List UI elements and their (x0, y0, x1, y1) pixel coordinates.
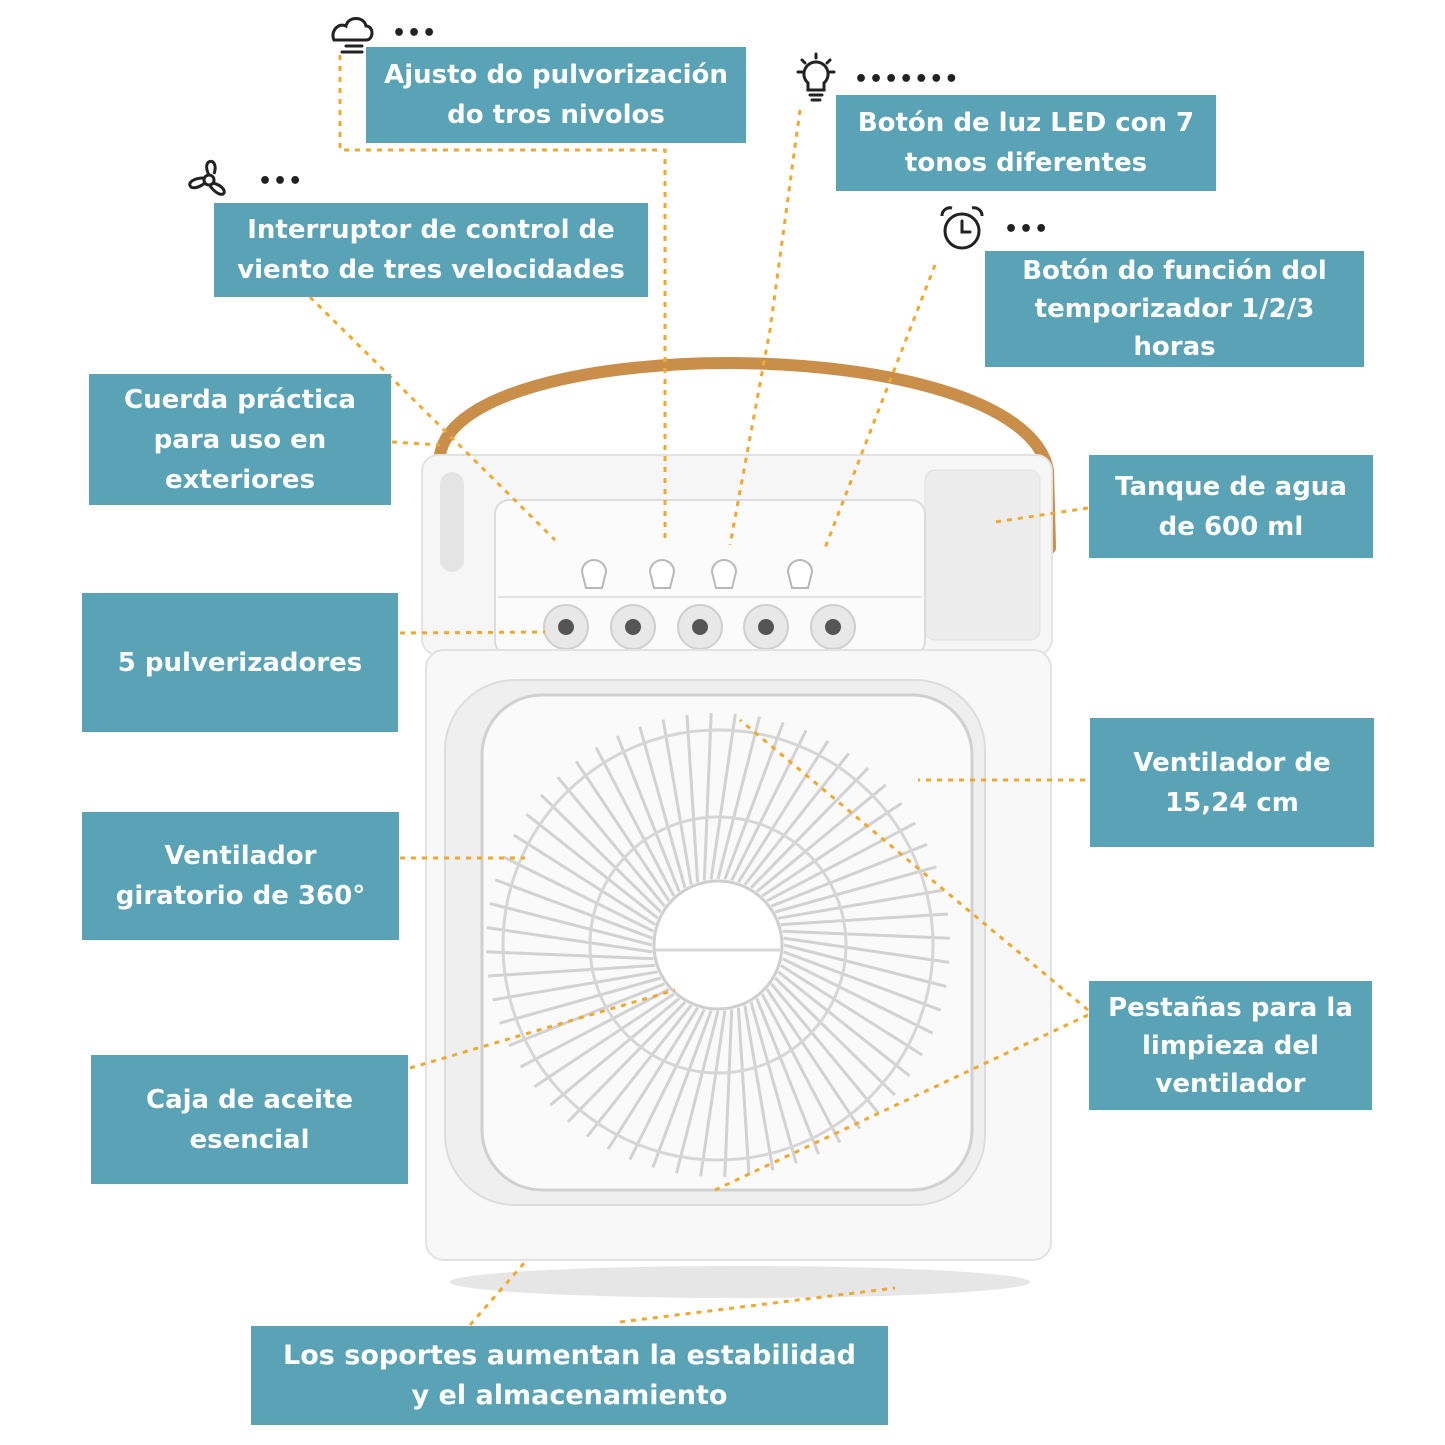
panel-buttons (580, 559, 814, 589)
label-fan-size: Ventilador de 15,24 cm (1090, 718, 1374, 847)
fan-spoke (755, 783, 887, 893)
fan-hub (652, 879, 784, 1011)
fan-ring-inner (588, 815, 848, 1075)
side-grip (440, 472, 464, 572)
label-supports: Los soportes aumentan la estabilidad y e… (251, 1326, 888, 1425)
mist-icon-dots: ••• (392, 21, 438, 46)
fan-spoke (765, 988, 862, 1130)
alarm-clock-icon (940, 206, 984, 250)
label-timer-button: Botón do función dol temporizador 1/2/3 … (985, 251, 1364, 367)
fan-spoke (675, 1010, 720, 1174)
fan-spoke (783, 950, 942, 1012)
wind-icon-dots: ••• (258, 169, 304, 194)
fan-spoke (488, 963, 656, 978)
fan-spoke (549, 997, 681, 1107)
fan-spoke (770, 982, 880, 1114)
fan-spoke (777, 970, 911, 1077)
fan-spoke (743, 1005, 775, 1171)
fan-spoke (702, 713, 713, 881)
light-bulb-icon (796, 52, 836, 102)
fan-spoke (519, 987, 670, 1069)
fan-spoke (743, 752, 850, 886)
fan-spoke (737, 739, 830, 884)
fan-spoke (685, 715, 700, 883)
fan-spoke (783, 936, 950, 964)
fan-spoke (749, 767, 870, 889)
label-cleaning-tabs: Pestañas para la limpieza del ventilador (1089, 981, 1372, 1110)
fan-spoke (616, 735, 681, 893)
fan-spoke (709, 713, 737, 880)
fan-spoke (782, 929, 950, 940)
label-wind-switch: Interruptor de control de viento de tres… (214, 203, 648, 297)
fan-spoke (574, 760, 671, 902)
fan-spoke (556, 776, 666, 908)
fan-spoke (508, 982, 666, 1047)
label-water-tank: Tanque de agua de 600 ml (1089, 455, 1373, 558)
fan-spoke (723, 1009, 734, 1177)
base-shadow (450, 1266, 1030, 1298)
fan-spoke (736, 1007, 751, 1175)
fan-spoke (499, 976, 662, 1025)
fan-spoke (489, 902, 653, 947)
fan-spoke (638, 726, 687, 889)
fan-spoke (540, 793, 662, 914)
fan-spoke (594, 746, 676, 897)
fan-icon (188, 159, 226, 196)
fan-spoke (492, 970, 658, 1002)
fan-spoke (486, 950, 654, 961)
fan-ring-outer (501, 728, 935, 1162)
fan-spoke (761, 801, 903, 898)
fan-spoke (774, 865, 937, 914)
label-led-button: Botón de luz LED con 7 tonos diferentes (836, 95, 1216, 191)
fan-spoke (486, 926, 653, 954)
leader-lines (308, 55, 1089, 1326)
fan-spoke (766, 821, 917, 903)
fan-spoke (781, 957, 934, 1035)
fan-spoke (774, 976, 896, 1097)
fan-spoke (533, 992, 675, 1089)
sprayer-nozzles (543, 604, 856, 650)
fan-spoke (716, 716, 761, 880)
led-icon-dots: ••••••• (854, 67, 960, 92)
fan-spokes (486, 713, 950, 1177)
fan-spoke (778, 888, 944, 920)
label-rope: Cuerda práctica para uso en exteriores (89, 374, 391, 505)
fan-spoke (760, 993, 842, 1144)
mist-icon (331, 17, 374, 54)
rope-handle (434, 357, 1056, 554)
fan-spoke (512, 833, 657, 926)
fan-spoke (502, 855, 655, 933)
fan-spoke (494, 878, 653, 940)
label-sprayers: 5 pulverizadores (82, 593, 398, 732)
fan-spoke (606, 1006, 699, 1151)
fan-spoke (525, 813, 659, 920)
label-oil-box: Caja de aceite esencial (91, 1055, 408, 1184)
fan-spoke (628, 1008, 706, 1161)
water-tank (924, 469, 1041, 641)
fan-spoke (566, 1001, 687, 1123)
fan-spoke (755, 997, 820, 1155)
fan-spoke (730, 729, 808, 882)
fan-spoke (661, 719, 693, 885)
fan-spoke (779, 964, 924, 1057)
fan-spoke (749, 1001, 798, 1164)
timer-icon-dots: ••• (1004, 217, 1050, 242)
label-rotating-fan: Ventilador giratorio de 360° (82, 812, 399, 940)
fan-spoke (586, 1004, 693, 1138)
fan-spoke (651, 1010, 713, 1169)
fan-spoke (780, 912, 948, 927)
fan-spoke (699, 1010, 727, 1177)
fan-spoke (783, 943, 947, 988)
label-mist-adjust: Ajusto do pulvorización do tros nivolos (366, 47, 746, 143)
